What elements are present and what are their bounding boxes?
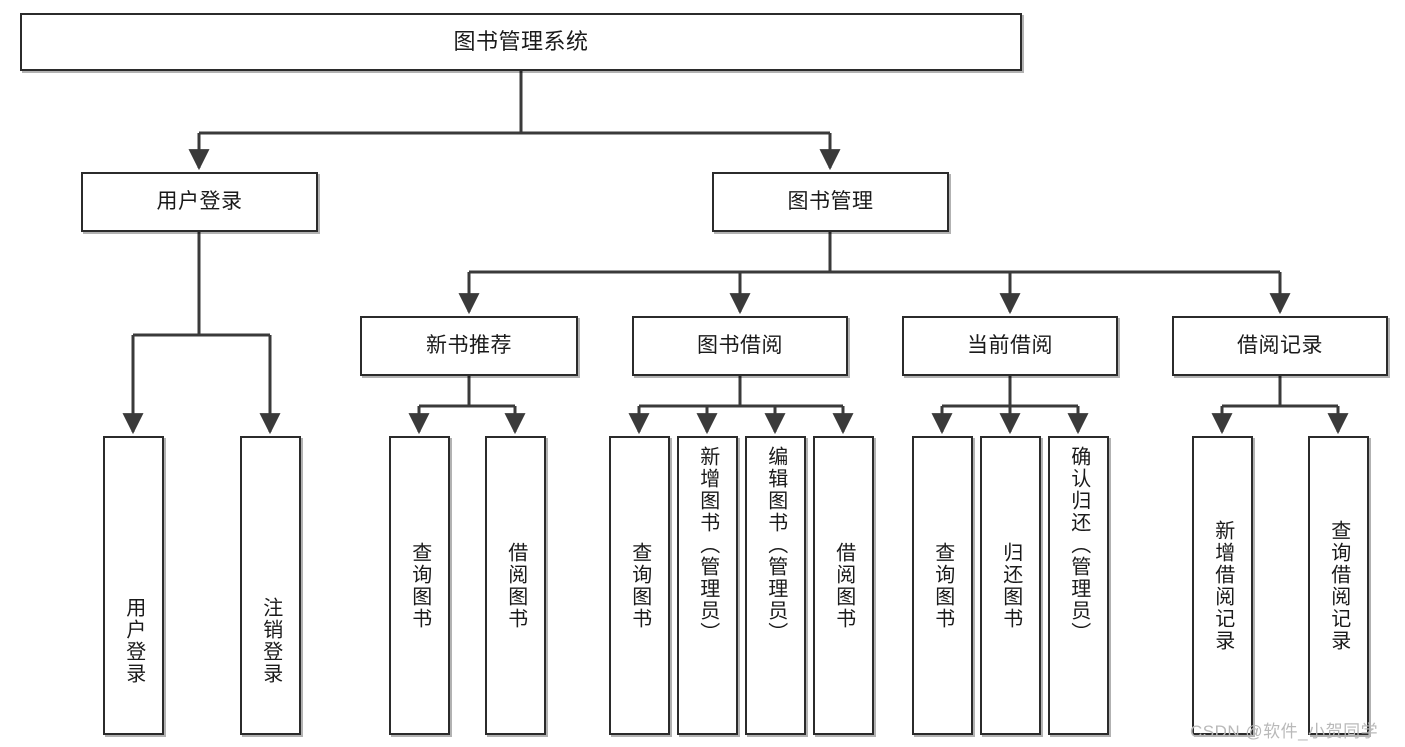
node-borrow-record[interactable]: 借阅记录 <box>1172 316 1388 376</box>
node-leaf-add-record-label: 新增借阅记录 <box>1211 519 1234 652</box>
node-leaf-return-book-label: 归还图书 <box>999 541 1022 630</box>
node-book-borrow[interactable]: 图书借阅 <box>632 316 848 376</box>
node-leaf-query-book-b[interactable]: 查询图书 <box>609 436 670 735</box>
node-leaf-return-book[interactable]: 归还图书 <box>980 436 1041 735</box>
node-current-borrow-label: 当前借阅 <box>967 333 1053 357</box>
node-new-book-recommend[interactable]: 新书推荐 <box>360 316 578 376</box>
node-leaf-add-book[interactable]: 新增图书（管理员） <box>677 436 738 735</box>
node-book-borrow-label: 图书借阅 <box>697 333 783 357</box>
node-leaf-query-record-label: 查询借阅记录 <box>1327 519 1350 652</box>
node-leaf-query-book-c[interactable]: 查询图书 <box>912 436 973 735</box>
node-leaf-borrow-book-b[interactable]: 借阅图书 <box>813 436 874 735</box>
node-user-login[interactable]: 用户登录 <box>81 172 318 232</box>
node-leaf-query-book-b-label: 查询图书 <box>628 541 651 630</box>
node-leaf-edit-book-label: 编辑图书（管理员） <box>764 446 787 644</box>
node-leaf-borrow-book-b-label: 借阅图书 <box>832 541 855 630</box>
node-leaf-user-login-label: 用户登录 <box>122 597 145 685</box>
node-leaf-logout-label: 注销登录 <box>259 597 282 685</box>
node-leaf-add-book-label: 新增图书（管理员） <box>696 446 719 644</box>
node-root-label: 图书管理系统 <box>453 29 589 55</box>
node-new-book-recommend-label: 新书推荐 <box>426 333 512 357</box>
node-leaf-borrow-book-a[interactable]: 借阅图书 <box>485 436 546 735</box>
node-book-manage-label: 图书管理 <box>787 189 874 213</box>
node-leaf-confirm-return[interactable]: 确认归还（管理员） <box>1048 436 1109 735</box>
node-leaf-user-login[interactable]: 用户登录 <box>103 436 164 735</box>
node-leaf-logout[interactable]: 注销登录 <box>240 436 301 735</box>
node-leaf-query-book-a-label: 查询图书 <box>408 541 431 630</box>
csdn-watermark: CSDN @软件_小贺同学 <box>1190 722 1379 741</box>
node-leaf-add-record[interactable]: 新增借阅记录 <box>1192 436 1253 735</box>
node-leaf-confirm-return-label: 确认归还（管理员） <box>1067 446 1090 644</box>
node-user-login-label: 用户登录 <box>156 189 243 213</box>
node-root[interactable]: 图书管理系统 <box>20 13 1022 71</box>
node-leaf-borrow-book-a-label: 借阅图书 <box>504 541 527 630</box>
node-leaf-edit-book[interactable]: 编辑图书（管理员） <box>745 436 806 735</box>
node-leaf-query-book-a[interactable]: 查询图书 <box>389 436 450 735</box>
node-book-manage[interactable]: 图书管理 <box>712 172 949 232</box>
node-borrow-record-label: 借阅记录 <box>1237 333 1323 357</box>
node-leaf-query-book-c-label: 查询图书 <box>931 541 954 630</box>
node-leaf-query-record[interactable]: 查询借阅记录 <box>1308 436 1369 735</box>
node-current-borrow[interactable]: 当前借阅 <box>902 316 1118 376</box>
